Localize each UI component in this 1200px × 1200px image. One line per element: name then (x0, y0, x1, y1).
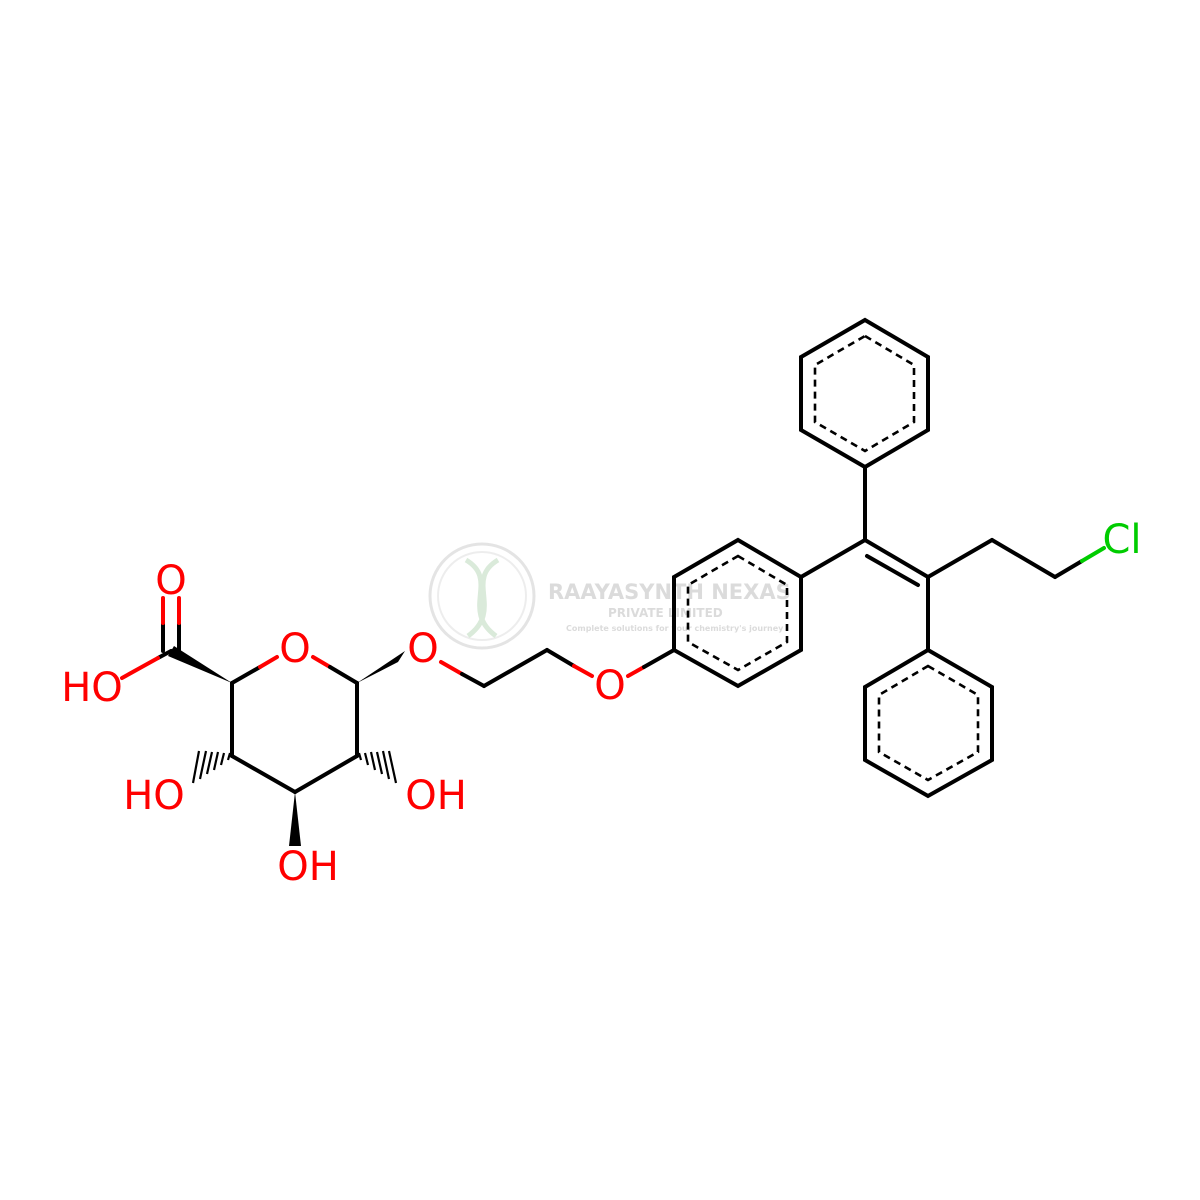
phenyl-ring-top (799, 317, 930, 470)
carboxylic-acid (120, 596, 232, 683)
watermark-company: RAAYASYNTH NEXAS (548, 580, 791, 604)
atom-carboxyl-oh: HO (61, 665, 123, 711)
ethoxy-linker (439, 648, 676, 688)
atom-glycosidic-o: O (407, 626, 438, 672)
glycosidic-wedge (357, 651, 405, 683)
glucuronide-ring (230, 655, 359, 794)
hashed-bond-c4 (191, 750, 232, 784)
phenyl-ring-bottom (863, 647, 994, 799)
atom-oh-c2: OH (405, 773, 467, 819)
watermark-sub: PRIVATE LIMITED (608, 606, 723, 620)
c3-wedge (289, 792, 301, 846)
atom-oh-c3: OH (277, 844, 339, 890)
watermark-logo-ring (428, 542, 536, 650)
atom-carboxyl-o: O (155, 558, 186, 604)
atom-chlorine: Cl (1102, 517, 1141, 563)
atom-ring-o: O (279, 626, 310, 672)
atom-oh-c4: HO (123, 773, 185, 819)
atom-ether-o: O (594, 663, 625, 709)
watermark: RAAYASYNTH NEXAS PRIVATE LIMITED Complet… (428, 542, 791, 650)
watermark-dna-icon (464, 557, 500, 639)
hashed-bond-c2 (357, 750, 398, 784)
alkene-core (799, 465, 1106, 652)
watermark-logo-ring-inner (437, 551, 527, 641)
